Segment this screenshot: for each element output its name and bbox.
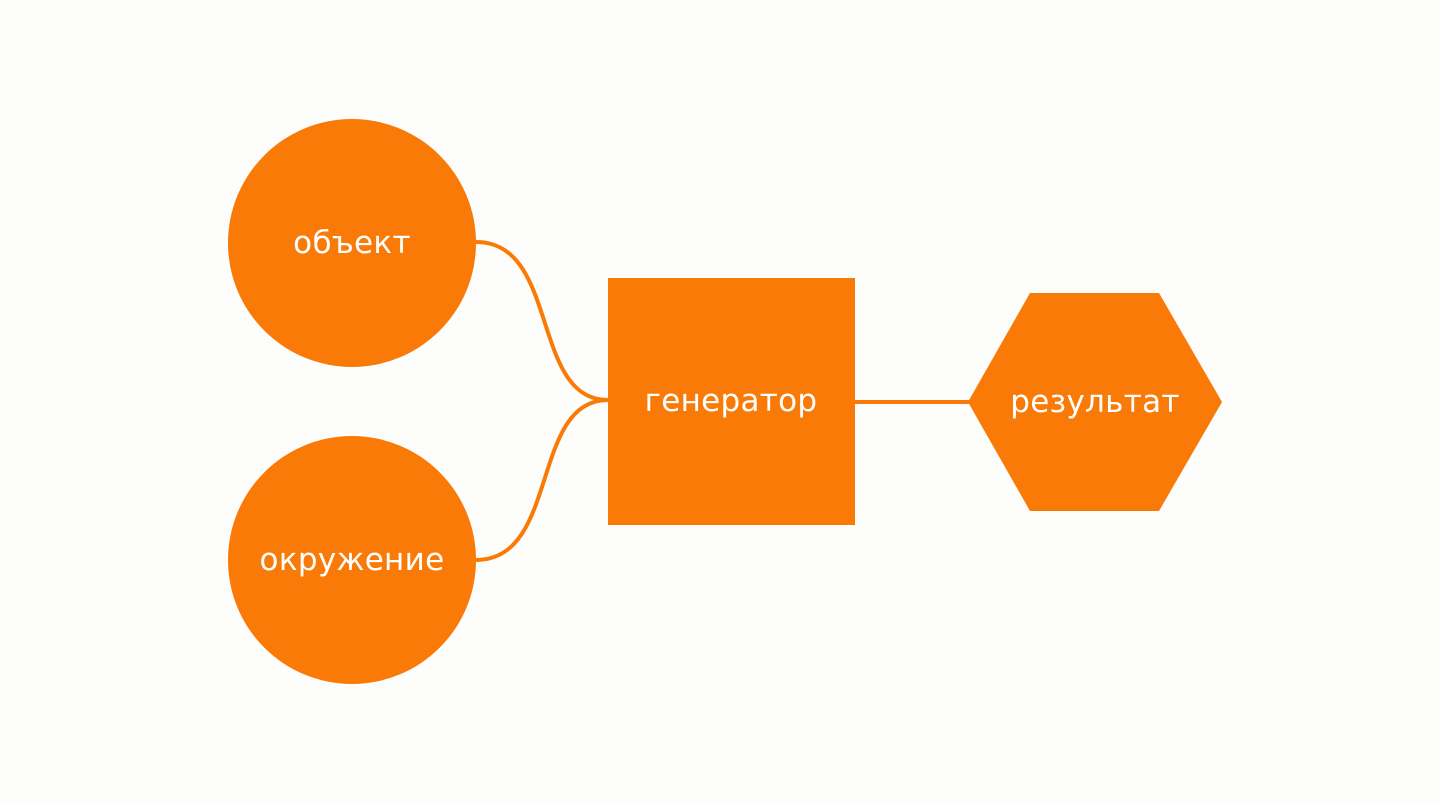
environment-circle (228, 436, 476, 684)
object-label: объект (293, 225, 411, 261)
result-label: результат (1010, 384, 1179, 420)
object-circle (228, 119, 476, 367)
edge-environment-to-generator (475, 398, 609, 562)
edge-object-to-generator (475, 240, 609, 402)
node-object: объект (228, 119, 476, 367)
generator-square (608, 278, 855, 525)
environment-label: окружение (260, 542, 445, 578)
generator-label: генератор (645, 383, 818, 419)
result-hexagon (968, 293, 1222, 511)
node-generator: генератор (608, 278, 855, 525)
node-environment: окружение (228, 436, 476, 684)
node-result: результат (968, 293, 1222, 511)
